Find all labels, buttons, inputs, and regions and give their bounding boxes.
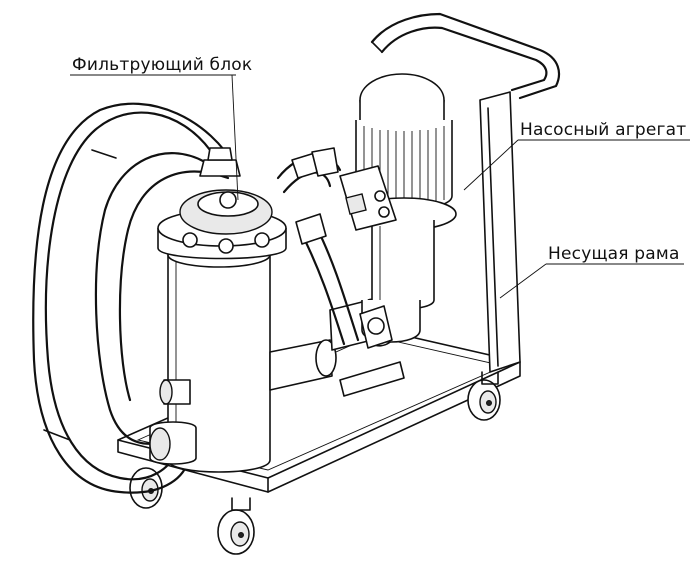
label-pump-unit: Насосный агрегат [520,120,687,140]
label-support-frame: Несущая рама [548,244,680,264]
hose-loop [32,102,238,494]
label-filter-block: Фильтрующий блок [72,55,253,75]
leader-lines [70,74,690,299]
wheel-rear-right [467,371,501,421]
filter-block [149,147,287,473]
wheel-front-right [217,497,255,555]
pump-unit [339,73,457,397]
